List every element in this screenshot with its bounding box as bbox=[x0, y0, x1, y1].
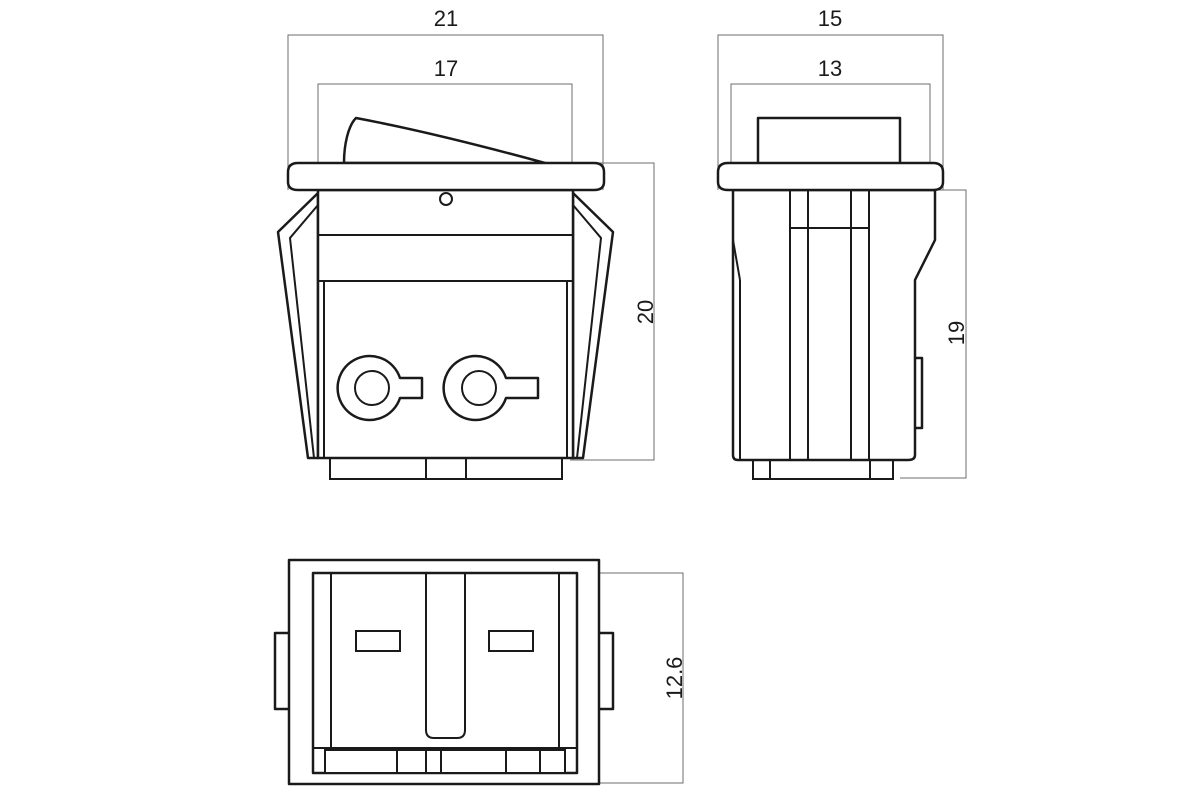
front-terminal-strip bbox=[329, 456, 563, 480]
front-rocker-actuator bbox=[342, 116, 547, 165]
front-inner-width-dimension: 17 bbox=[317, 56, 573, 190]
side-rocker-actuator bbox=[756, 116, 902, 166]
side-inner-width-label: 13 bbox=[818, 56, 842, 81]
front-height-label: 20 bbox=[633, 300, 658, 324]
terminal-lug-left bbox=[336, 354, 424, 422]
front-view: 21 17 20 bbox=[276, 6, 658, 480]
front-inner-width-label: 17 bbox=[434, 56, 458, 81]
side-switch-body bbox=[731, 188, 937, 462]
front-width-dimension: 21 bbox=[287, 6, 604, 190]
side-inner-width-dimension: 13 bbox=[730, 56, 931, 190]
side-terminal-strip bbox=[752, 458, 894, 480]
side-view: 15 13 19 bbox=[716, 6, 969, 480]
bottom-view: 12.6 bbox=[273, 558, 687, 786]
bottom-terminal-slot-right bbox=[488, 630, 534, 652]
front-overall-width-label: 21 bbox=[434, 6, 458, 31]
front-mounting-clip-left bbox=[276, 191, 320, 460]
side-height-label: 19 bbox=[944, 321, 969, 345]
front-mounting-clip-right bbox=[571, 191, 615, 460]
side-overall-width-label: 15 bbox=[818, 6, 842, 31]
side-bezel bbox=[716, 161, 945, 192]
bottom-terminal-slot-left bbox=[355, 630, 401, 652]
front-indicator-hole bbox=[439, 192, 453, 206]
front-bezel bbox=[286, 161, 606, 192]
bottom-outer-frame bbox=[287, 558, 601, 786]
terminal-lug-right bbox=[442, 354, 540, 422]
side-height-dimension: 19 bbox=[900, 189, 969, 479]
side-width-dimension: 15 bbox=[717, 6, 944, 190]
bottom-depth-label: 12.6 bbox=[662, 657, 687, 700]
bottom-depth-dimension: 12.6 bbox=[580, 572, 687, 784]
front-height-dimension: 20 bbox=[570, 162, 658, 461]
bottom-terminal-strip bbox=[324, 749, 566, 774]
